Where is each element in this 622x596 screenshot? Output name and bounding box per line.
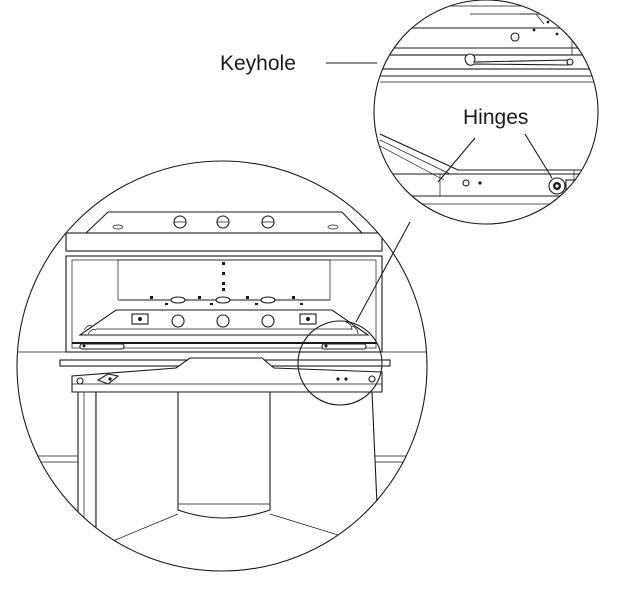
grill-hood-lid xyxy=(59,357,391,571)
detail-leader-line xyxy=(355,221,411,323)
zoomed-hinge-detail xyxy=(373,0,599,225)
grill-firebox xyxy=(65,255,383,353)
grill-top-cover xyxy=(84,211,364,234)
main-view-circle xyxy=(16,160,428,572)
hinges-leader-line-left xyxy=(437,137,476,183)
keyhole-callout: Keyhole xyxy=(220,52,377,75)
hinges-label: Hinges xyxy=(463,106,528,129)
keyhole-label: Keyhole xyxy=(220,52,296,75)
hinges-leader-line-right xyxy=(524,133,553,179)
grill-top-frame xyxy=(65,232,383,252)
hinge-focus-circle xyxy=(297,320,383,406)
hinges-callout: Hinges xyxy=(437,106,553,183)
